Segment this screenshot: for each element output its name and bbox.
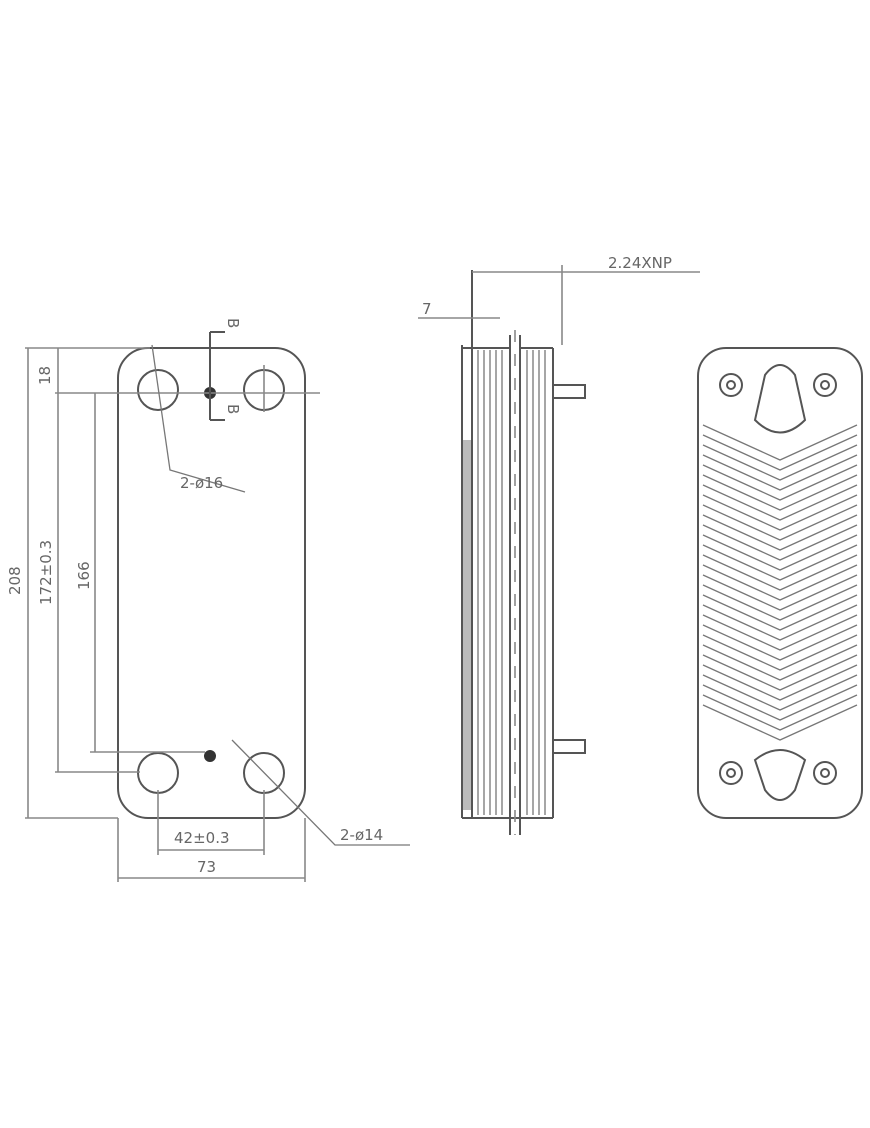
label-2-d16: 2-ø16 — [180, 474, 223, 492]
chevron-line — [702, 504, 858, 541]
leader-14 — [231, 739, 410, 846]
port-bottom-left — [137, 752, 179, 794]
section-mark-top: B — [224, 318, 242, 328]
side-view: 2.24XNP 7 — [418, 254, 700, 835]
chevron-line — [702, 464, 858, 501]
dim-7: 7 — [422, 300, 432, 318]
bolt-holes — [719, 373, 837, 785]
chevron-line — [702, 604, 858, 641]
chevron-line — [702, 574, 858, 611]
chevron-line — [702, 514, 858, 551]
chevron-line — [702, 664, 858, 701]
chevron-line — [702, 424, 858, 461]
chevron-line — [702, 614, 858, 651]
chevron-line — [702, 484, 858, 521]
chevron-line — [702, 534, 858, 571]
chevron-line — [702, 564, 858, 601]
chevron-line — [702, 524, 858, 561]
label-2-d14: 2-ø14 — [340, 826, 383, 844]
chevron-line — [702, 474, 858, 511]
stud-bottom — [552, 739, 586, 754]
plate-outline — [697, 347, 863, 819]
dim-172: 172±0.3 — [37, 540, 55, 605]
chevron-line — [702, 584, 858, 621]
chevron-line — [702, 684, 858, 721]
chevron-line — [702, 674, 858, 711]
chevron-line — [702, 644, 858, 681]
chevron-line — [702, 494, 858, 531]
dim-208: 208 — [6, 566, 24, 595]
sensor-hole-bottom — [204, 750, 216, 762]
dim-2-24xnp: 2.24XNP — [608, 254, 672, 272]
bottom-port-slot — [753, 749, 807, 801]
port-top-left — [137, 369, 179, 411]
front-view: B B 208 18 172±0.3 166 2-ø16 2-ø14 42±0.… — [6, 318, 410, 882]
dim-42: 42±0.3 — [174, 829, 230, 847]
chevron-line — [702, 654, 858, 691]
dim-73: 73 — [197, 858, 216, 876]
chevron-line — [702, 544, 858, 581]
dim-166: 166 — [75, 561, 93, 590]
chevron-line — [702, 624, 858, 661]
leader-16 — [151, 344, 246, 493]
top-port-slot — [753, 364, 807, 434]
chevron-line — [702, 694, 858, 731]
end-plate-fill — [463, 440, 471, 810]
chevron-line — [702, 554, 858, 591]
front-plate-outline — [117, 347, 306, 819]
stud-top — [552, 384, 586, 399]
dim-18: 18 — [36, 366, 54, 385]
chevron-pattern — [702, 424, 858, 741]
plate-pattern-view — [697, 347, 863, 819]
chevron-line — [702, 444, 858, 481]
chevron-line — [702, 454, 858, 491]
chevron-line — [702, 594, 858, 631]
chevron-line — [702, 434, 858, 471]
chevron-line — [702, 634, 858, 671]
chevron-line — [702, 704, 858, 741]
section-mark-bottom: B — [224, 404, 242, 414]
